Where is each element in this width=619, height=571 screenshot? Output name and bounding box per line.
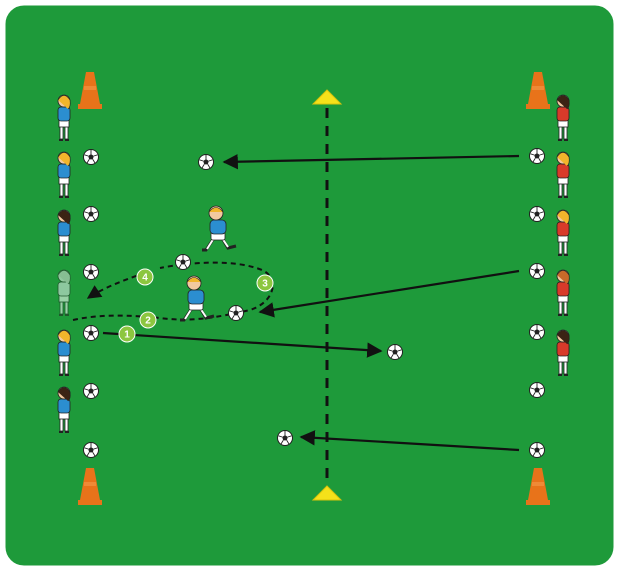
ball [84, 384, 99, 399]
ball [530, 207, 545, 222]
ball [530, 443, 545, 458]
ball [530, 264, 545, 279]
step-badge-1: 1 [119, 326, 135, 342]
step-badge-3: 3 [257, 275, 273, 291]
ball [84, 150, 99, 165]
ball [199, 155, 214, 170]
step-badge-2: 2 [140, 312, 156, 328]
ball [176, 255, 191, 270]
step-label: 4 [142, 273, 148, 284]
step-badge-4: 4 [137, 269, 153, 285]
ball [388, 345, 403, 360]
step-label: 3 [262, 279, 268, 290]
ball [530, 149, 545, 164]
ball [84, 443, 99, 458]
step-label: 1 [124, 330, 130, 341]
ball [530, 325, 545, 340]
ball [278, 431, 293, 446]
ball [530, 383, 545, 398]
step-label: 2 [145, 316, 151, 327]
ball [84, 207, 99, 222]
ball [84, 326, 99, 341]
ball [229, 306, 244, 321]
ball [84, 265, 99, 280]
